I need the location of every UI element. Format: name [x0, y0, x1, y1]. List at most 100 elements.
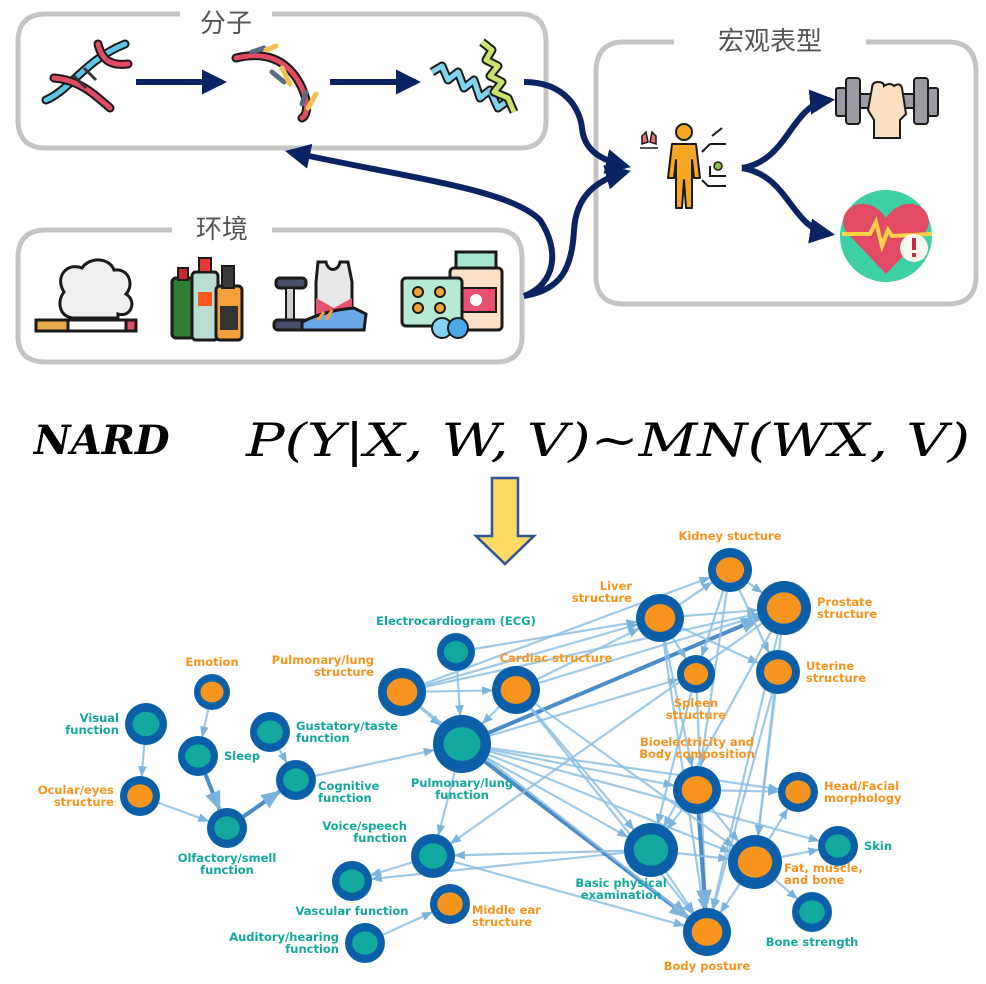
network-edge-basic-vascular [370, 851, 625, 883]
node-label-fat: Fat, muscle,and bone [784, 861, 863, 887]
network-node-voice[interactable] [411, 834, 455, 878]
node-label-line: function [65, 723, 119, 737]
network-edges [138, 576, 820, 936]
network-edge-liver-kidney [679, 581, 713, 606]
node-label-line: examination [581, 888, 661, 902]
node-label-line: Sleep [224, 749, 260, 763]
network-edge-sleep-olfactory [203, 773, 222, 812]
node-label-line: Emotion [185, 655, 238, 669]
node-label-line: Fat, muscle, [784, 861, 863, 875]
node-label-kidney: Kidney stucture [678, 529, 781, 543]
network-edge-voice-vascular [370, 861, 413, 877]
node-core [214, 816, 240, 840]
node-label-line: Auditory/hearing [229, 930, 339, 944]
node-core [200, 681, 224, 703]
network-node-skin[interactable] [818, 826, 858, 866]
node-label-line: Bone strength [766, 935, 859, 949]
network-edge-liver-spleen [672, 637, 687, 659]
network-node-kidney[interactable] [708, 548, 752, 592]
network-node-visual[interactable] [125, 703, 167, 745]
network-edge-voice-posture [453, 860, 685, 928]
network-node-head[interactable] [778, 772, 818, 812]
network-edge-basic-fat [677, 852, 730, 863]
network-edge-cardiac-posture [530, 708, 693, 915]
network-edge-ocular-olfactory [158, 801, 210, 823]
medicine-icon [400, 250, 504, 339]
network-edge-emotion-sleep [200, 709, 210, 738]
down-arrow-icon [472, 476, 538, 566]
network-edge-pulm_func-voice [436, 771, 456, 836]
environment-group-border [15, 227, 525, 365]
network-edge-olfactory-cognitive [242, 789, 282, 819]
node-label-line: Voice/speech [322, 819, 407, 833]
network-node-olfactory[interactable] [207, 808, 247, 848]
network-edge-bioelec-fat [711, 808, 739, 842]
network-edge-visual-ocular [138, 744, 147, 778]
node-label-line: Ocular/eyes [38, 783, 114, 797]
node-label-line: function [285, 942, 339, 956]
network-node-bioelec[interactable] [673, 766, 721, 814]
node-label-line: Gustatory/taste [296, 719, 398, 733]
network-node-bone_strength[interactable] [792, 892, 832, 932]
network-node-spleen[interactable] [677, 655, 715, 693]
node-label-line: Liver [600, 579, 633, 593]
network-edge-pulm_func-spleen [489, 678, 679, 737]
node-core [799, 900, 825, 924]
molecular-group-title: 分子 [200, 9, 252, 39]
network-node-middle_ear[interactable] [430, 884, 470, 924]
network-node-basic[interactable] [624, 823, 678, 877]
network-node-uterine[interactable] [756, 650, 800, 694]
network-edge-spleen-basic [655, 692, 693, 825]
network-node-cardiac[interactable] [492, 666, 540, 714]
body-to-fitness-arrow [741, 89, 836, 171]
network-node-pulm_struct[interactable] [378, 668, 426, 716]
network-node-fat[interactable] [728, 835, 782, 889]
node-core [737, 846, 773, 878]
node-core [132, 711, 160, 737]
phenotype-group: 宏观表型 [593, 27, 979, 307]
network-edge-pulm_func-head [490, 747, 780, 793]
network-node-prostate[interactable] [757, 581, 811, 635]
network-node-vascular[interactable] [332, 861, 372, 901]
node-core [185, 744, 211, 768]
node-core [681, 776, 713, 804]
network-node-gustatory[interactable] [250, 712, 290, 752]
node-core [127, 784, 153, 808]
network-node-ecg[interactable] [437, 633, 475, 671]
node-label-line: function [296, 731, 350, 745]
network-node-emotion[interactable] [194, 674, 230, 710]
network-node-pulm_func[interactable] [433, 715, 491, 773]
node-label-line: function [435, 788, 489, 802]
node-label-line: Bioelectricity and [640, 735, 754, 749]
network-node-auditory[interactable] [345, 923, 385, 963]
network-node-liver[interactable] [636, 594, 684, 642]
node-label-line: Middle ear [472, 903, 541, 917]
node-label-line: Pulmonary/lung [411, 776, 513, 790]
node-core [763, 659, 793, 685]
molecular-to-phenotype-arrow [523, 79, 631, 174]
network-edge-cardiac-pulm_func [481, 706, 500, 725]
node-label-line: function [353, 831, 407, 845]
network-node-ocular[interactable] [120, 776, 160, 816]
network-node-sleep[interactable] [178, 736, 218, 776]
network-edge-kidney-uterine [738, 589, 770, 654]
node-label-cardiac: Cardiac structure [500, 651, 613, 665]
network-node-cognitive[interactable] [276, 760, 316, 800]
node-label-line: Body composition [639, 747, 755, 761]
node-label-vascular: Vascular function [296, 904, 409, 918]
node-label-line: structure [806, 671, 866, 685]
node-core [644, 604, 676, 632]
network-edge-kidney-prostate [747, 581, 763, 594]
network-node-posture[interactable] [683, 908, 731, 956]
node-label-bone_strength: Bone strength [766, 935, 859, 949]
node-core [257, 720, 283, 744]
